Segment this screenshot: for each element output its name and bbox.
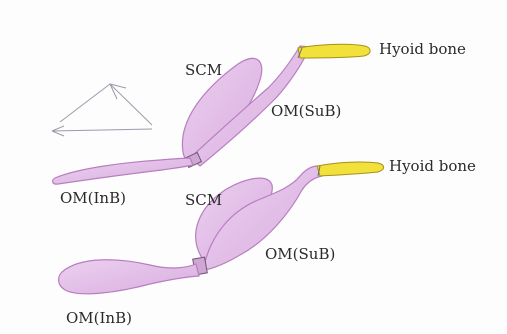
hyoid-bone-1 xyxy=(298,44,370,58)
hyoid-bone-2 xyxy=(317,162,384,176)
label-hyoid-1: Hyoid bone xyxy=(379,42,466,57)
label-scm-1: SCM xyxy=(185,63,222,78)
direction-arrows xyxy=(52,84,152,136)
om-inferior-belly-1 xyxy=(53,158,193,184)
label-hyoid-2: Hyoid bone xyxy=(389,159,476,174)
diagram-2-drawing xyxy=(59,162,384,294)
om-inferior-belly-2 xyxy=(59,260,199,294)
label-om-inb-1: OM(InB) xyxy=(60,191,126,206)
label-scm-2: SCM xyxy=(185,193,222,208)
direction-arrow-path xyxy=(60,84,152,125)
label-om-sub-1: OM(SuB) xyxy=(271,104,341,119)
label-om-sub-2: OM(SuB) xyxy=(265,247,335,262)
label-om-inb-2: OM(InB) xyxy=(66,311,132,326)
direction-arrow-horizontal xyxy=(52,129,152,131)
